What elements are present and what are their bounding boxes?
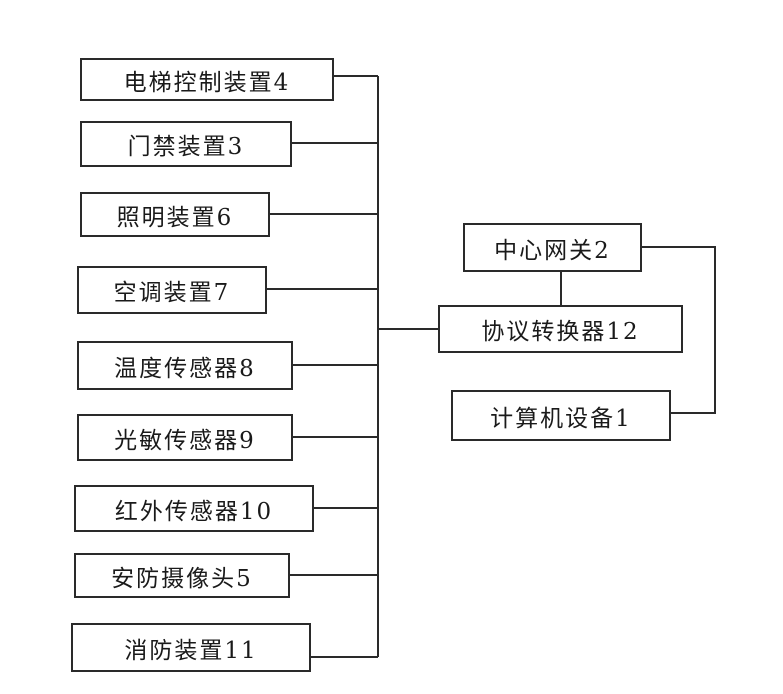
elevator-control-box: 电梯控制装置4 (80, 58, 334, 101)
security-camera-label: 安防摄像头5 (111, 565, 253, 592)
air-conditioning-box: 空调装置7 (77, 266, 267, 314)
infrared-sensor-label: 红外传感器10 (114, 498, 274, 525)
fire-protection-label: 消防装置11 (124, 637, 258, 664)
central-gateway-label: 中心网关2 (494, 237, 611, 264)
access-control-box: 门禁装置3 (80, 121, 292, 167)
lighting-label: 照明装置6 (116, 204, 234, 231)
elevator-control-label: 电梯控制装置4 (123, 69, 291, 96)
lighting-box: 照明装置6 (80, 192, 270, 237)
temperature-sensor-label: 温度传感器8 (114, 355, 256, 382)
light-sensor-label: 光敏传感器9 (114, 427, 256, 454)
infrared-sensor-box: 红外传感器10 (74, 485, 314, 532)
computer-device-box: 计算机设备1 (451, 390, 671, 441)
temperature-sensor-box: 温度传感器8 (77, 341, 293, 390)
protocol-converter-box: 协议转换器12 (438, 305, 683, 353)
central-gateway-box: 中心网关2 (463, 223, 642, 272)
security-camera-box: 安防摄像头5 (74, 553, 290, 598)
air-conditioning-label: 空调装置7 (113, 280, 231, 306)
fire-protection-box: 消防装置11 (71, 623, 311, 672)
protocol-converter-label: 协议转换器12 (481, 319, 640, 345)
access-control-label: 门禁装置3 (127, 134, 245, 160)
connector-gateway-computer (642, 246, 716, 414)
computer-device-label: 计算机设备1 (490, 405, 632, 432)
light-sensor-box: 光敏传感器9 (77, 414, 293, 461)
